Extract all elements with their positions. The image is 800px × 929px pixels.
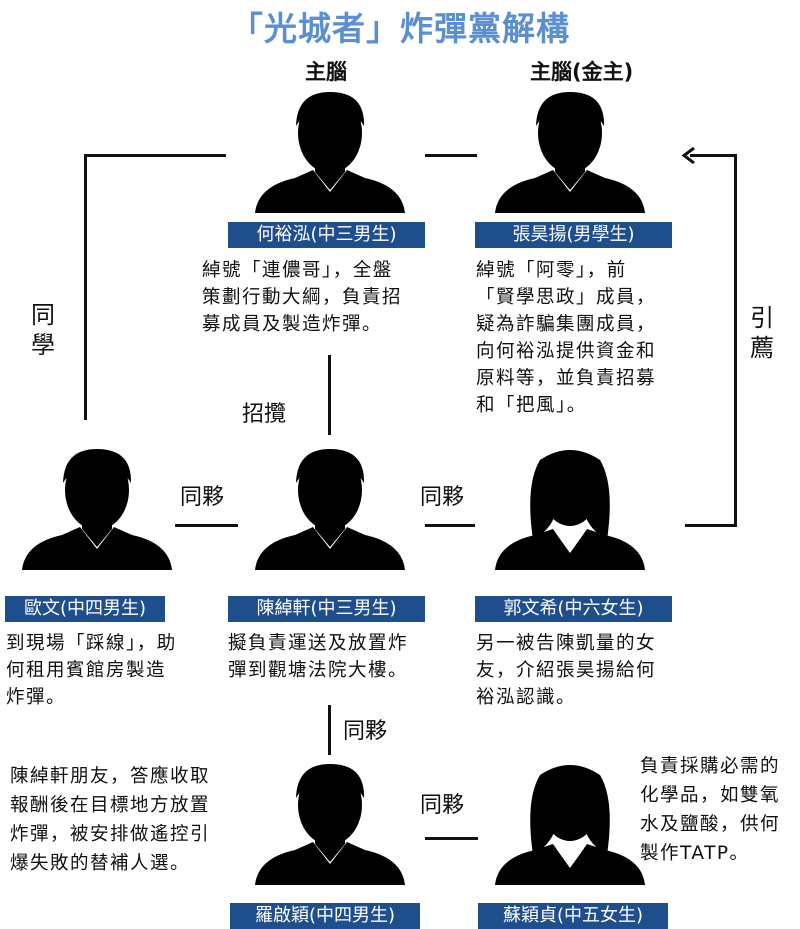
connector-line: [328, 705, 331, 755]
connector-line: [734, 155, 737, 527]
person-label: 歐文(中四男生): [5, 596, 165, 622]
diagram-title: 「光城者」炸彈黨解構: [230, 9, 570, 48]
role-financier: 主腦(金主): [530, 60, 634, 84]
male-silhouette-icon: [495, 88, 645, 213]
female-silhouette-icon: [495, 760, 645, 885]
male-silhouette-icon: [22, 445, 172, 570]
person-label: 陳綽軒(中三男生): [228, 596, 425, 622]
relation-referral: 引薦: [750, 304, 774, 362]
person-description: 擬負責運送及放置炸彈到觀塘法院大樓。: [228, 633, 409, 681]
relation-accomplice: 同夥: [343, 719, 388, 744]
male-silhouette-icon: [255, 88, 405, 213]
role-mastermind: 主腦: [305, 60, 347, 84]
female-silhouette-icon: [495, 445, 645, 570]
person-label: 羅啟穎(中四男生): [230, 903, 420, 929]
connector-line: [685, 524, 737, 527]
person-description: 另一被告陳凱量的女友，介紹張昊揚給何裕泓認識。: [476, 633, 657, 708]
person-label: 蘇穎貞(中五女生): [478, 903, 668, 929]
person-label: 郭文希(中六女生): [475, 596, 672, 622]
connector-line: [175, 524, 238, 527]
connector-line: [328, 355, 331, 435]
relation-accomplice: 同夥: [180, 485, 225, 510]
relation-accomplice: 同夥: [420, 793, 465, 818]
person-description: 負責採購必需的化學品，如雙氧水及鹽酸，供何製作TATP。: [640, 756, 781, 864]
connector-line: [425, 524, 475, 527]
connector-line: [84, 154, 226, 157]
connector-line: [690, 154, 737, 157]
connector-line: [425, 154, 477, 157]
person-description: 到現場「踩線」，助何租用賓館房製造炸彈。: [6, 633, 177, 708]
relation-recruit: 招攬: [242, 402, 287, 427]
relation-classmates: 同學: [31, 301, 55, 359]
person-description: 綽號「連儂哥」，全盤策劃行動大綱，負責招募成員及製造炸彈。: [202, 260, 403, 335]
male-silhouette-icon: [255, 760, 405, 885]
arrow-left-icon: [682, 147, 695, 164]
male-silhouette-icon: [255, 445, 405, 570]
person-label: 張昊揚(男學生): [475, 222, 672, 248]
person-description: 綽號「阿零」，前「賢學思政」成員，疑為詐騙集團成員，向何裕泓提供資金和原料等，並…: [476, 260, 657, 416]
connector-line: [84, 155, 87, 420]
connector-line: [425, 837, 478, 840]
person-label: 何裕泓(中三男生): [228, 222, 425, 248]
person-description: 陳綽軒朋友，答應收取報酬後在目標地方放置炸彈，被安排做遙控引爆失敗的替補人選。: [10, 766, 211, 874]
relation-accomplice: 同夥: [420, 485, 465, 510]
